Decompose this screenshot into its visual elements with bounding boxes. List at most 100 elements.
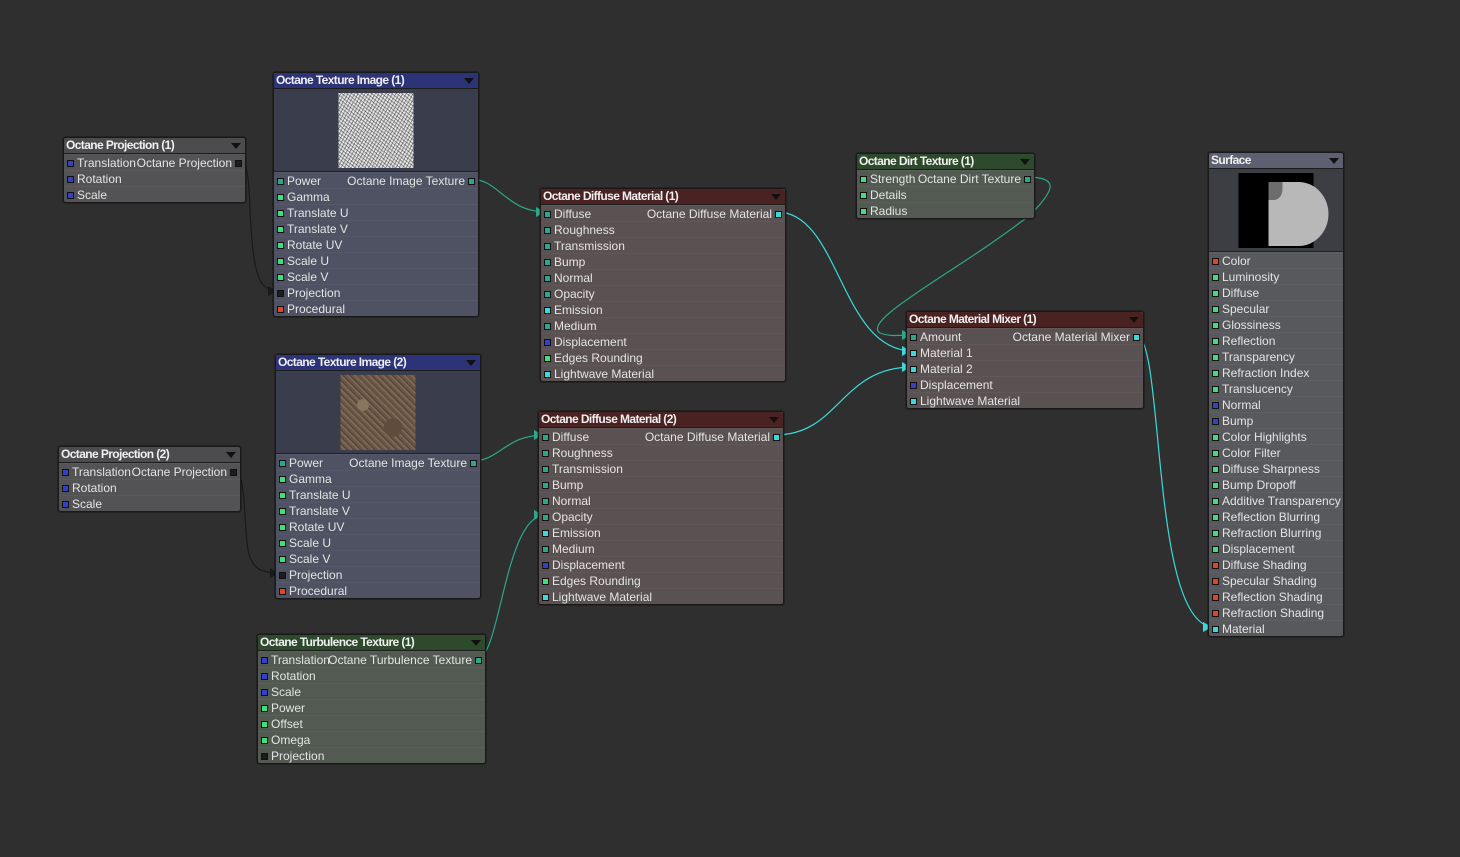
wire-mixer-to-surface-material[interactable] bbox=[1135, 334, 1215, 628]
node-title[interactable]: Surface bbox=[1209, 153, 1343, 169]
wire-diffuse2-to-mixer[interactable] bbox=[774, 366, 914, 436]
node-title[interactable]: Octane Turbulence Texture (1) bbox=[258, 635, 485, 651]
input-port[interactable] bbox=[277, 242, 284, 249]
output-port[interactable] bbox=[1133, 334, 1140, 341]
input-port[interactable] bbox=[910, 382, 917, 389]
input-port[interactable] bbox=[542, 530, 549, 537]
input-port[interactable] bbox=[62, 501, 69, 508]
input-port[interactable] bbox=[1212, 306, 1219, 313]
dropdown-arrow-icon[interactable] bbox=[769, 417, 779, 423]
input-port[interactable] bbox=[860, 208, 867, 215]
input-port[interactable] bbox=[261, 721, 268, 728]
input-port[interactable] bbox=[542, 594, 549, 601]
input-port[interactable] bbox=[1212, 370, 1219, 377]
output-port[interactable] bbox=[775, 211, 782, 218]
input-port[interactable] bbox=[279, 572, 286, 579]
input-port[interactable] bbox=[1212, 626, 1219, 633]
input-port[interactable] bbox=[277, 178, 284, 185]
input-port[interactable] bbox=[544, 227, 551, 234]
input-port[interactable] bbox=[261, 657, 268, 664]
input-port[interactable] bbox=[1212, 562, 1219, 569]
output-port[interactable] bbox=[470, 460, 477, 467]
input-port[interactable] bbox=[1212, 578, 1219, 585]
input-port[interactable] bbox=[910, 366, 917, 373]
input-port[interactable] bbox=[542, 466, 549, 473]
input-port[interactable] bbox=[1212, 450, 1219, 457]
input-port[interactable] bbox=[860, 192, 867, 199]
input-port[interactable] bbox=[1212, 386, 1219, 393]
input-port[interactable] bbox=[1212, 338, 1219, 345]
input-port[interactable] bbox=[542, 498, 549, 505]
input-port[interactable] bbox=[1212, 290, 1219, 297]
node-title[interactable]: Octane Material Mixer (1) bbox=[907, 312, 1143, 328]
wire-turbulence-to-diffuse2-opacity[interactable] bbox=[477, 514, 546, 659]
input-port[interactable] bbox=[1212, 258, 1219, 265]
input-port[interactable] bbox=[261, 737, 268, 744]
dropdown-arrow-icon[interactable] bbox=[464, 78, 474, 84]
input-port[interactable] bbox=[544, 275, 551, 282]
node-title[interactable]: Octane Texture Image (2) bbox=[276, 355, 480, 371]
output-port[interactable] bbox=[773, 434, 780, 441]
node-title[interactable]: Octane Diffuse Material (1) bbox=[541, 189, 785, 205]
input-port[interactable] bbox=[1212, 402, 1219, 409]
input-port[interactable] bbox=[544, 259, 551, 266]
output-port[interactable] bbox=[1024, 176, 1031, 183]
input-port[interactable] bbox=[261, 753, 268, 760]
input-port[interactable] bbox=[261, 705, 268, 712]
input-port[interactable] bbox=[542, 434, 549, 441]
wire-texture2-to-diffuse2[interactable] bbox=[471, 434, 546, 462]
input-port[interactable] bbox=[544, 243, 551, 250]
dropdown-arrow-icon[interactable] bbox=[1129, 317, 1139, 323]
wire-diffuse1-to-mixer[interactable] bbox=[776, 211, 914, 352]
input-port[interactable] bbox=[277, 194, 284, 201]
input-port[interactable] bbox=[1212, 546, 1219, 553]
input-port[interactable] bbox=[261, 689, 268, 696]
input-port[interactable] bbox=[544, 323, 551, 330]
input-port[interactable] bbox=[62, 485, 69, 492]
input-port[interactable] bbox=[1212, 498, 1219, 505]
input-port[interactable] bbox=[277, 210, 284, 217]
input-port[interactable] bbox=[67, 176, 74, 183]
input-port[interactable] bbox=[542, 514, 549, 521]
dropdown-arrow-icon[interactable] bbox=[226, 452, 236, 458]
dropdown-arrow-icon[interactable] bbox=[771, 194, 781, 200]
input-port[interactable] bbox=[544, 371, 551, 378]
input-port[interactable] bbox=[1212, 322, 1219, 329]
input-port[interactable] bbox=[62, 469, 69, 476]
input-port[interactable] bbox=[277, 226, 284, 233]
input-port[interactable] bbox=[277, 290, 284, 297]
input-port[interactable] bbox=[544, 339, 551, 346]
input-port[interactable] bbox=[67, 192, 74, 199]
output-port[interactable] bbox=[235, 160, 242, 167]
input-port[interactable] bbox=[910, 334, 917, 341]
node-title[interactable]: Octane Dirt Texture (1) bbox=[857, 154, 1034, 170]
input-port[interactable] bbox=[542, 562, 549, 569]
node-turb[interactable]: Octane Turbulence Texture (1)Translation… bbox=[257, 634, 486, 764]
input-port[interactable] bbox=[910, 398, 917, 405]
input-port[interactable] bbox=[1212, 482, 1219, 489]
input-port[interactable] bbox=[261, 673, 268, 680]
dropdown-arrow-icon[interactable] bbox=[466, 360, 476, 366]
input-port[interactable] bbox=[1212, 274, 1219, 281]
output-port[interactable] bbox=[475, 657, 482, 664]
dropdown-arrow-icon[interactable] bbox=[231, 143, 241, 149]
input-port[interactable] bbox=[1212, 530, 1219, 537]
node-title[interactable]: Octane Texture Image (1) bbox=[274, 73, 478, 89]
input-port[interactable] bbox=[542, 546, 549, 553]
dropdown-arrow-icon[interactable] bbox=[1329, 158, 1339, 164]
input-port[interactable] bbox=[544, 355, 551, 362]
input-port[interactable] bbox=[279, 492, 286, 499]
input-port[interactable] bbox=[1212, 514, 1219, 521]
node-title[interactable]: Octane Projection (1) bbox=[64, 138, 245, 154]
input-port[interactable] bbox=[1212, 610, 1219, 617]
input-port[interactable] bbox=[1212, 594, 1219, 601]
input-port[interactable] bbox=[544, 211, 551, 218]
input-port[interactable] bbox=[542, 578, 549, 585]
